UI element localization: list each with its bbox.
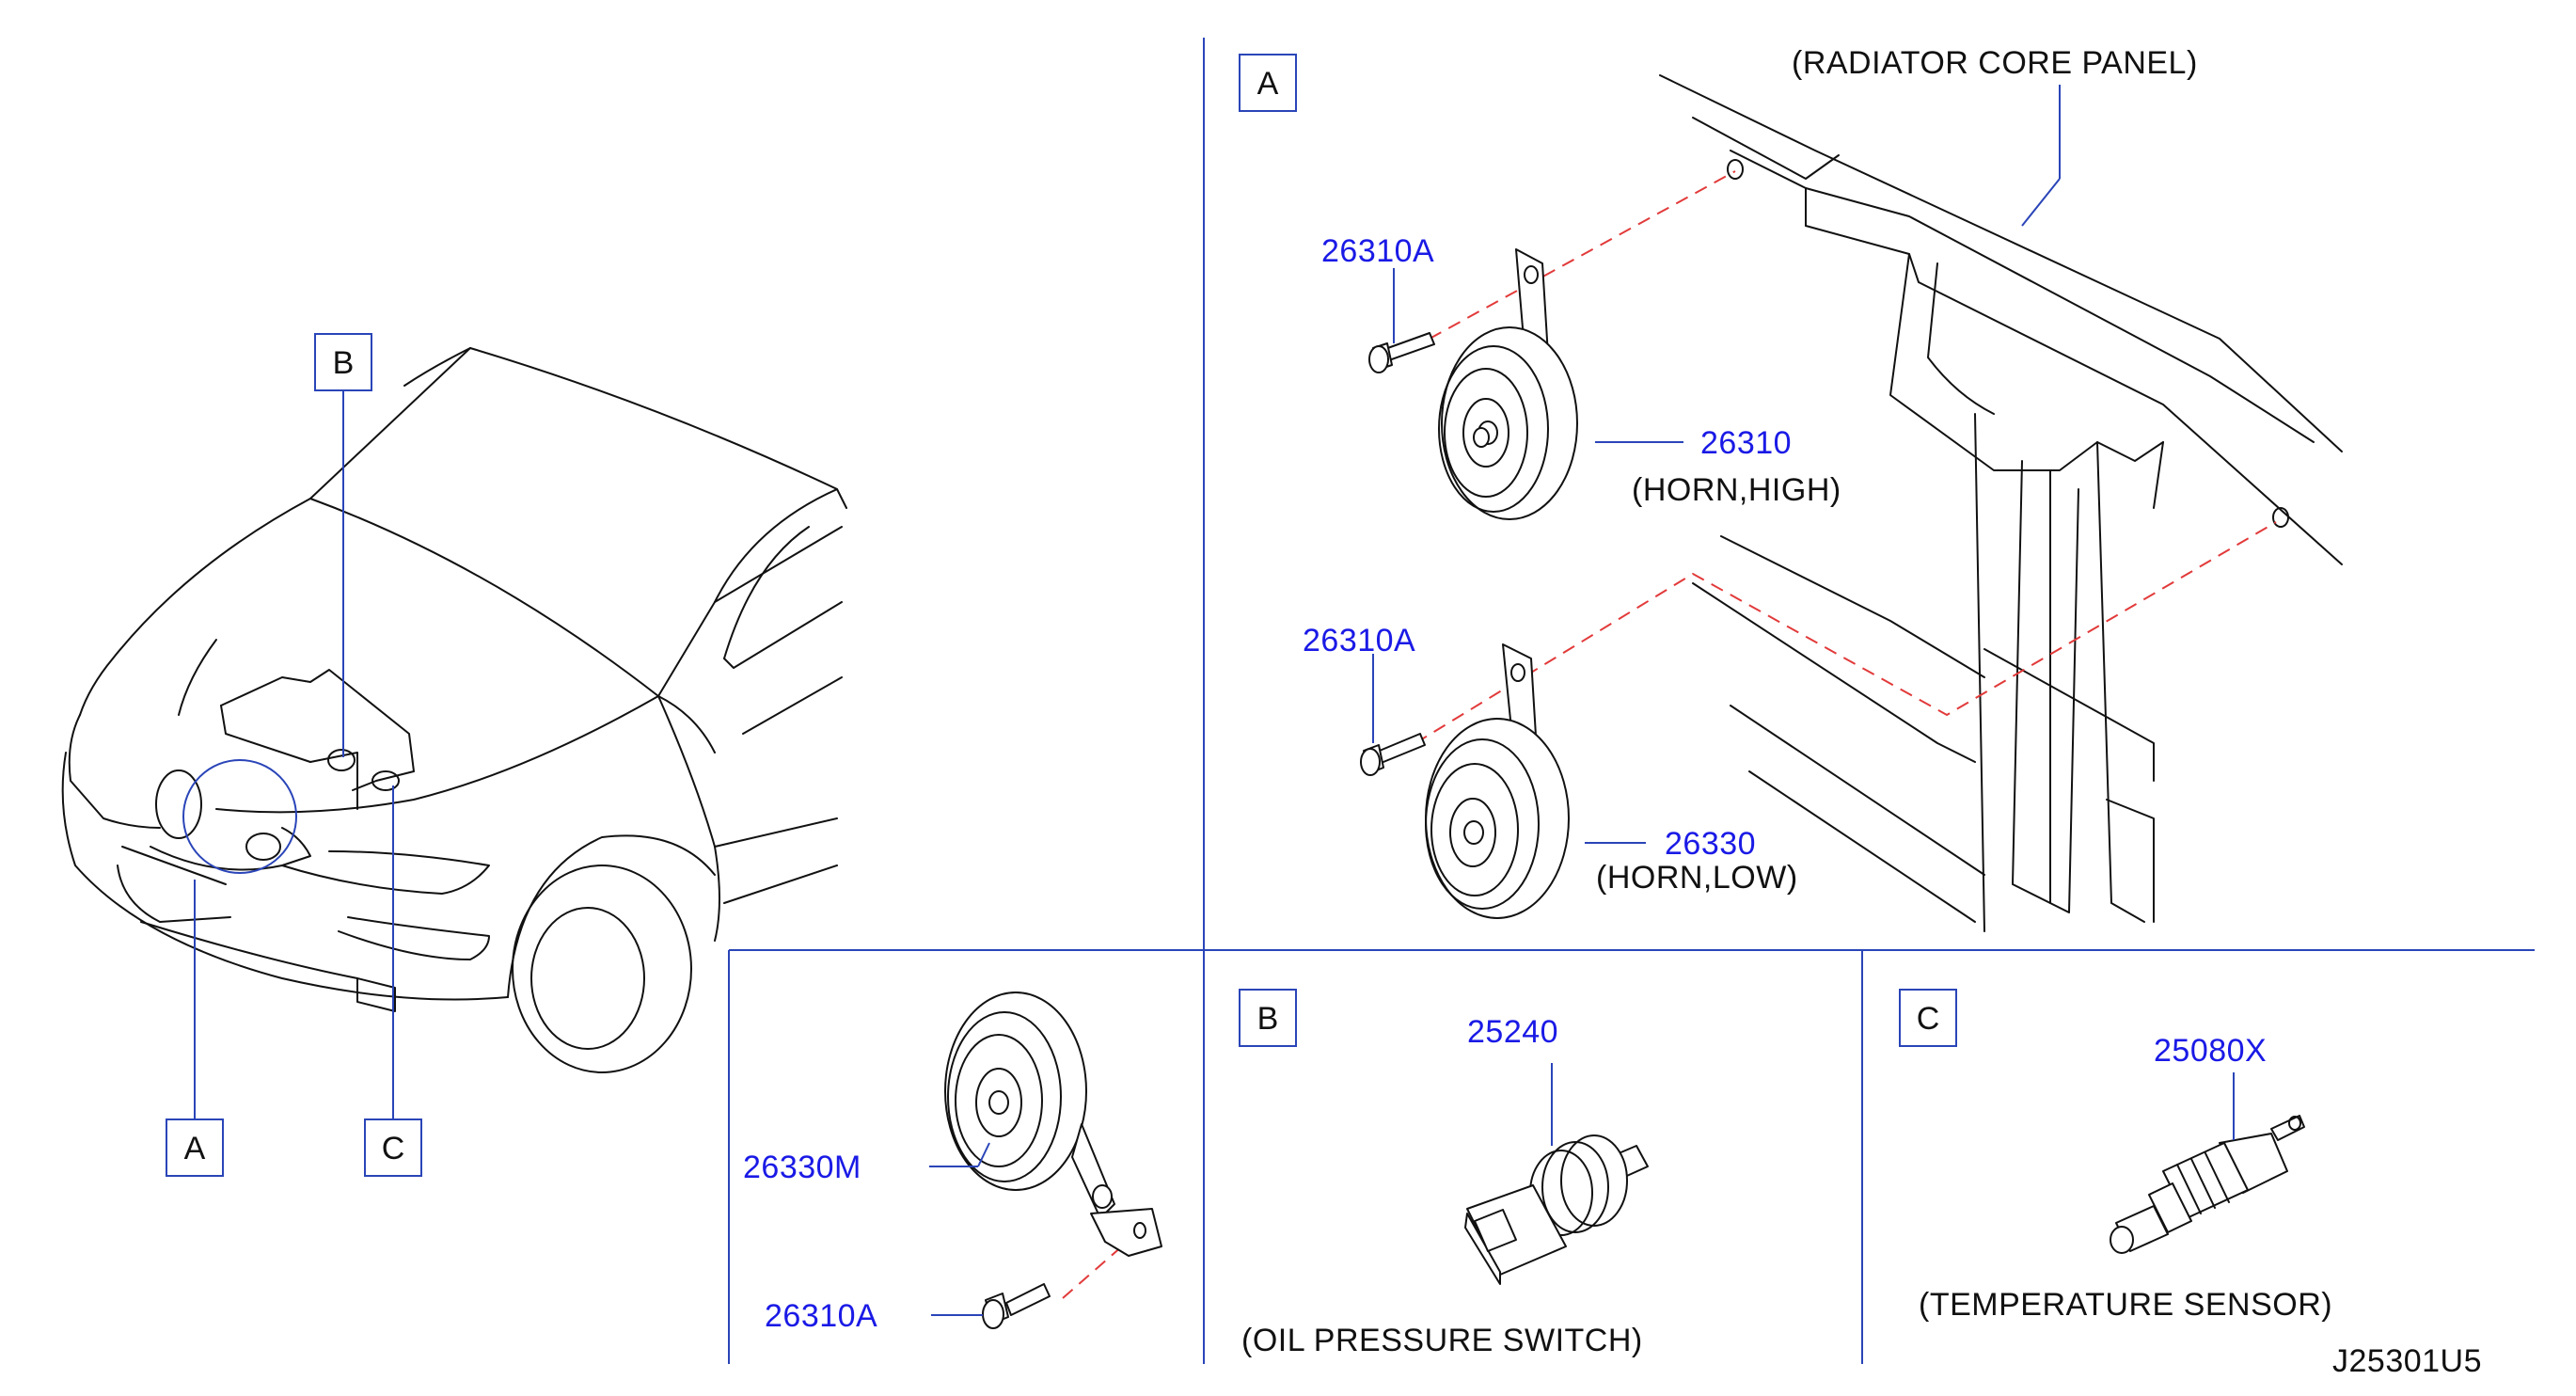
part-number-26330: 26330 <box>1665 826 1756 862</box>
section-c-label: C <box>1917 1001 1940 1037</box>
section-b-header: B <box>1239 989 1297 1047</box>
callout-label-a: A <box>184 1131 206 1166</box>
bolt-upper-drawing <box>1368 332 1435 373</box>
car-overview-drawing <box>61 347 847 1073</box>
bolt-lower-drawing <box>1360 733 1426 776</box>
callout-label-b: B <box>333 345 355 381</box>
section-a-header: A <box>1239 54 1297 112</box>
bolt-26310a-bottom-drawing <box>982 1283 1051 1329</box>
callout-box-b-car: B <box>314 333 372 391</box>
radiator-core-panel-drawing <box>1659 74 2343 932</box>
temperature-sensor-drawing <box>2110 1115 2305 1254</box>
part-number-26330m: 26330M <box>743 1150 861 1185</box>
horn-26330m-drawing <box>944 991 1162 1257</box>
car-callout-leaders <box>194 390 394 1119</box>
temperature-sensor-description: (TEMPERATURE SENSOR) <box>1919 1287 2332 1323</box>
section-c-header: C <box>1899 989 1957 1047</box>
part-number-26310a-lower: 26310A <box>1303 623 1415 658</box>
section-b-label: B <box>1257 1001 1279 1037</box>
oil-pressure-switch-description: (OIL PRESSURE SWITCH) <box>1241 1323 1643 1358</box>
horn-high-description: (HORN,HIGH) <box>1632 472 1841 508</box>
horn-low-drawing <box>1425 643 1570 919</box>
panel-dividers <box>728 38 2535 1364</box>
part-number-25080x: 25080X <box>2154 1033 2267 1069</box>
part-number-26310: 26310 <box>1700 425 1792 461</box>
callout-label-c: C <box>382 1131 405 1166</box>
part-number-25240: 25240 <box>1467 1014 1558 1050</box>
panel-leader <box>2021 178 2061 227</box>
section-a-leaders <box>1372 268 1683 844</box>
oil-pressure-switch-drawing <box>1464 1134 1649 1285</box>
part-number-26310a-upper: 26310A <box>1321 233 1434 269</box>
callout-box-c-car: C <box>364 1118 422 1177</box>
radiator-core-panel-label: (RADIATOR CORE PANEL) <box>1792 45 2198 81</box>
diagram-id: J25301U5 <box>2332 1343 2482 1379</box>
mounting-guide-lines <box>1062 170 2277 1299</box>
bottom-left-leaders <box>929 1142 990 1316</box>
section-a-label: A <box>1257 66 1279 102</box>
horn-high-drawing <box>1438 248 1578 520</box>
horn-low-description: (HORN,LOW) <box>1596 860 1798 896</box>
part-number-26310a-bottom: 26310A <box>765 1298 877 1334</box>
callout-box-a-car: A <box>166 1118 224 1177</box>
